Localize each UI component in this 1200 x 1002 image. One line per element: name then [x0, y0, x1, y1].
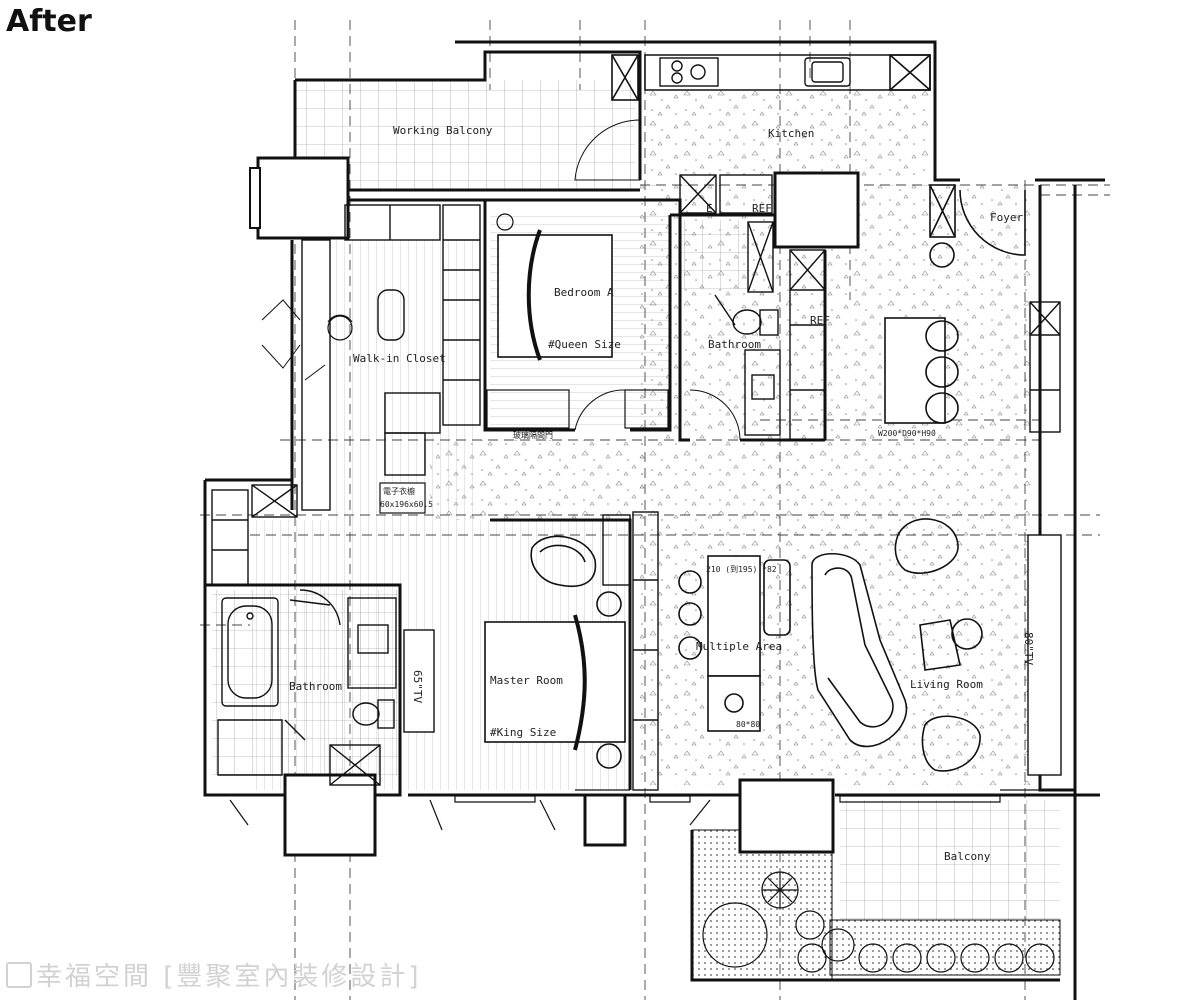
bedroom-a-door — [574, 389, 626, 431]
tv-65-panel — [403, 629, 435, 733]
left-bathroom-fixtures — [211, 484, 397, 786]
king-size-label: #King Size — [490, 726, 556, 739]
sink-icon — [804, 57, 851, 87]
kitchen-door — [574, 119, 641, 181]
closet-chair — [327, 314, 353, 341]
kitchen-floor — [645, 90, 930, 180]
watermark-designer: [豐聚室內裝修設計] — [163, 962, 422, 992]
plants — [702, 871, 1055, 973]
top-bathroom-fixtures — [714, 221, 781, 436]
room-label-living-room: Living Room — [910, 678, 983, 691]
watermark-brand: 幸福空間 — [36, 962, 153, 992]
stove-icon — [659, 57, 719, 87]
page-title: After — [6, 4, 92, 39]
ref-label-top: REF — [752, 202, 772, 215]
queen-size-label: #Queen Size — [548, 338, 621, 351]
room-label-working-balcony: Working Balcony — [393, 124, 493, 137]
room-label-multiple-area: Multiple Area — [696, 640, 782, 653]
sofa — [811, 553, 908, 748]
foyer-cabinets — [1029, 301, 1061, 433]
partition-note: 玻璃隔間門 — [513, 430, 553, 440]
side-table-dims-label: 80*80 — [736, 720, 760, 729]
corridor-floor — [430, 440, 650, 520]
closet-doors — [261, 299, 326, 381]
room-label-kitchen: Kitchen — [768, 127, 814, 140]
king-bed — [484, 591, 626, 769]
planter-strip — [829, 919, 1061, 976]
kitchen-island — [884, 317, 959, 424]
living-armchairs — [894, 518, 983, 772]
bathtub — [221, 597, 279, 707]
ref-label-mid: REF — [810, 314, 830, 327]
room-label-bathroom-top: Bathroom — [708, 338, 761, 351]
fridge-cabinets — [679, 174, 773, 214]
table-dims-label: 210 (到195) *82 — [706, 565, 777, 574]
balcony-floor — [840, 800, 1060, 920]
master-wardrobe — [602, 511, 659, 791]
e-wardrobe-dims: 60x196x60.5 — [380, 500, 433, 509]
tv-65-label: 65"TV — [411, 670, 424, 703]
bedroom-a-wardrobe — [486, 213, 669, 429]
closet-cabinets — [301, 204, 481, 511]
top-bathroom-door — [689, 389, 741, 441]
master-armchair — [530, 535, 597, 587]
room-label-foyer: Foyer — [990, 211, 1023, 224]
brand-logo-icon — [6, 961, 32, 988]
queen-bed — [497, 229, 613, 361]
multi-area-furniture — [678, 555, 791, 732]
e-wardrobe-label: 電子衣櫥 — [383, 486, 415, 496]
tv-80-label: 80"TV — [1022, 632, 1035, 665]
planter-bed — [691, 829, 833, 981]
room-label-bedroom-a: Bedroom A — [554, 286, 614, 299]
room-label-bathroom-left: Bathroom — [289, 680, 342, 693]
tv-80-panel — [1027, 534, 1062, 776]
foyer-fixtures — [929, 184, 1026, 268]
island-dims-label: W200*D90*H90 — [878, 429, 936, 438]
bathroom-left-floor — [212, 590, 398, 775]
columns — [256, 156, 860, 857]
room-label-master-room: Master Room — [490, 674, 563, 687]
room-label-walk-in-closet: Walk-in Closet — [353, 352, 446, 365]
watermark: 幸福空間 [豐聚室內裝修設計] — [6, 956, 422, 993]
kitchen-counter — [611, 54, 931, 101]
windows — [229, 789, 1040, 831]
working-balcony-floor — [295, 80, 635, 190]
side-cabinets — [789, 249, 826, 441]
e-mark: E — [706, 202, 713, 215]
room-label-balcony: Balcony — [944, 850, 991, 863]
walls — [203, 40, 1105, 1000]
